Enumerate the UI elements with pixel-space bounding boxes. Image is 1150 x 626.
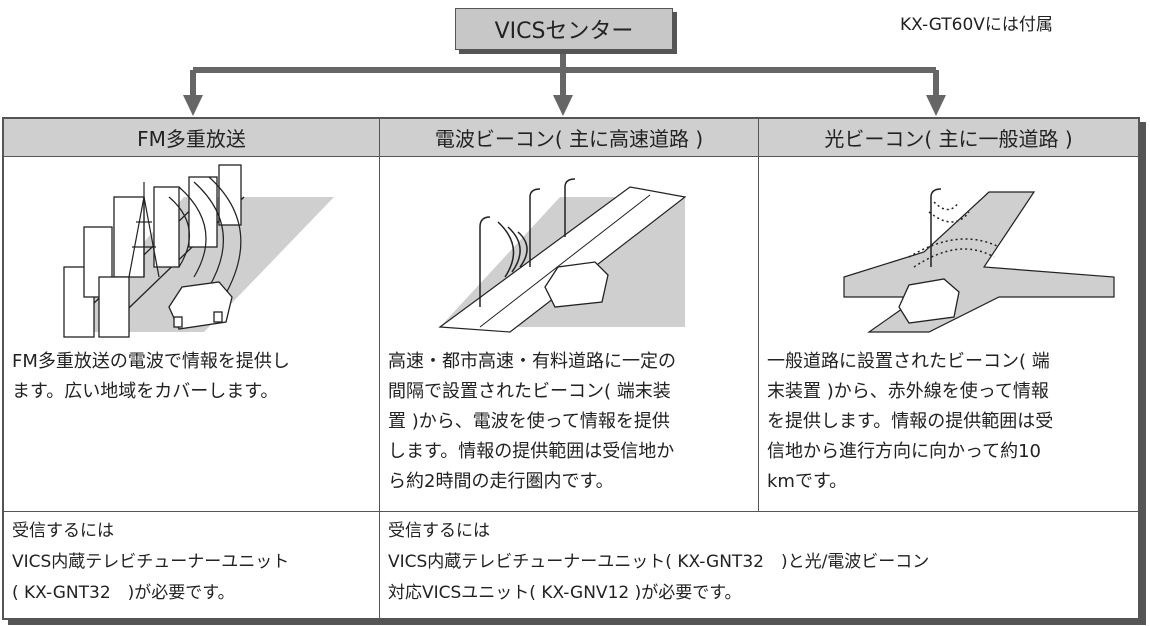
cell-fm: FM多重放送の電波で情報を提供し ます。広い地域をカバーします。 — [4, 157, 380, 511]
optical-beacon-icon — [843, 188, 1115, 333]
arrow-down-icon — [553, 95, 573, 116]
header-optical-beacon: 光ビーコン( 主に一般道路 ) — [824, 127, 1073, 151]
table-body-row: FM多重放送の電波で情報を提供し ます。広い地域をカバーします。 — [4, 157, 1138, 512]
header-fm: FM多重放送 — [4, 119, 380, 156]
table-header-row: FM多重放送 電波ビーコン( 主に高速道路 ) 光ビーコン( 主に一般道路 ) — [4, 119, 1138, 157]
table-footer-row: 受信するには VICS内蔵テレビチューナーユニット ( KX-GNT32 )が必… — [4, 512, 1138, 618]
fm-broadcast-icon — [63, 164, 334, 338]
requirement-beacon-text: 受信するには VICS内蔵テレビチューナーユニット( KX-GNT32 )と光/… — [388, 521, 930, 603]
requirement-beacon: 受信するには VICS内蔵テレビチューナーユニット( KX-GNT32 )と光/… — [380, 512, 1138, 618]
arrow-down-icon — [183, 95, 203, 116]
vics-center-label: VICSセンター — [494, 19, 634, 44]
desc-optical-beacon: 一般道路に設置されたビーコン( 端 末装置 )から、赤外線を使って情報 を提供し… — [767, 351, 1054, 492]
radio-beacon-icon — [438, 178, 687, 333]
connector-arrows — [183, 50, 946, 116]
model-note: KX-GT60Vには付属 — [900, 15, 1053, 35]
desc-fm: FM多重放送の電波で情報を提供し ます。広い地域をカバーします。 — [12, 351, 290, 402]
desc-radio-beacon: 高速・都市高速・有料道路に一定の 間隔で設置されたビーコン( 端末装 置 )から… — [388, 351, 676, 492]
requirement-fm-text: 受信するには VICS内蔵テレビチューナーユニット ( KX-GNT32 )が必… — [12, 521, 290, 603]
comparison-table: FM多重放送 電波ビーコン( 主に高速道路 ) 光ビーコン( 主に一般道路 ) — [2, 117, 1140, 620]
arrow-down-icon — [926, 95, 946, 116]
cell-optical-beacon: 一般道路に設置されたビーコン( 端 末装置 )から、赤外線を使って情報 を提供し… — [759, 157, 1138, 511]
header-radio-beacon: 電波ビーコン( 主に高速道路 ) — [380, 119, 759, 156]
vics-center-box: VICSセンター — [455, 8, 673, 50]
requirement-fm: 受信するには VICS内蔵テレビチューナーユニット ( KX-GNT32 )が必… — [4, 512, 380, 618]
cell-radio-beacon: 高速・都市高速・有料道路に一定の 間隔で設置されたビーコン( 端末装 置 )から… — [380, 157, 759, 511]
